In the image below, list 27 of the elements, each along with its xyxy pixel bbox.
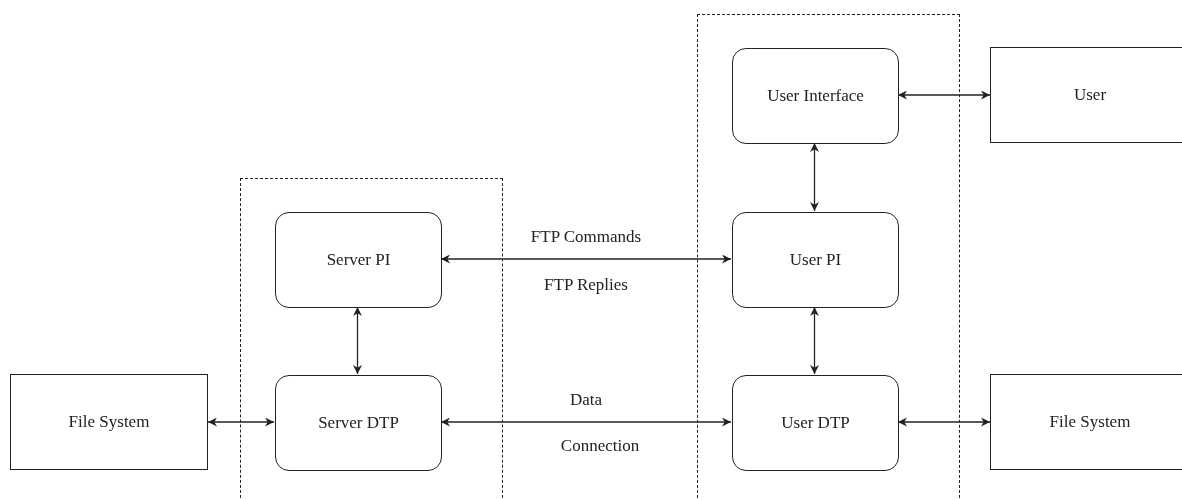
double-arrow: [353, 306, 362, 375]
double-arrow: [810, 306, 819, 375]
dashed-boundary: [240, 178, 503, 500]
double-arrow: [897, 90, 991, 100]
process-box: [732, 48, 899, 144]
double-arrow: [440, 417, 732, 427]
process-box: [732, 375, 899, 471]
double-arrow: [207, 417, 275, 427]
node-label: Server DTP: [318, 413, 399, 433]
process-box: [732, 212, 899, 308]
node-label: File System: [1049, 412, 1131, 432]
node-label: User: [1073, 85, 1107, 105]
node-label: User Interface: [767, 86, 864, 106]
dashed-boundary: [697, 14, 960, 500]
process-box: [275, 375, 442, 471]
node-label: User PI: [789, 250, 842, 270]
node-label: Server PI: [326, 250, 391, 270]
process-box: [275, 212, 442, 308]
connection-note: FTP Replies: [542, 275, 630, 295]
entity-box: [10, 374, 208, 470]
node-label: File System: [68, 412, 150, 432]
node-label: User DTP: [781, 413, 850, 433]
entity-box: [990, 374, 1182, 470]
entity-box: [990, 47, 1182, 143]
double-arrow: [897, 417, 991, 427]
double-arrow: [440, 254, 732, 264]
double-arrow: [810, 142, 819, 212]
